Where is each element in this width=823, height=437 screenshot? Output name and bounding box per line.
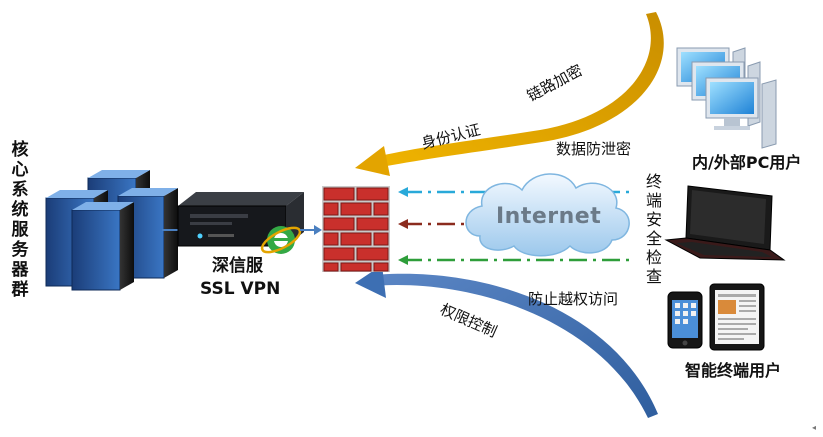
endpoint-check-label: 终端安全检查	[645, 172, 663, 286]
core-servers-label: 核心系统服务器群	[10, 140, 30, 300]
vertical-char: 服	[11, 220, 29, 240]
vertical-char: 安	[645, 210, 662, 229]
firewall-icon	[322, 186, 390, 272]
internet-cloud-icon	[465, 173, 630, 257]
vertical-char: 查	[645, 267, 662, 286]
vertical-char: 系	[11, 180, 29, 200]
vertical-char: 务	[11, 240, 29, 260]
permission-control-arrow	[355, 265, 658, 418]
laptop-icon	[664, 185, 786, 261]
smartphone-icon	[667, 291, 703, 349]
vpn-label-line2: SSL VPN	[200, 279, 281, 299]
tablet-icon	[709, 283, 765, 351]
vertical-char: 检	[645, 248, 662, 267]
vertical-char: 器	[11, 260, 29, 280]
vertical-char: 全	[645, 229, 662, 248]
vpn-firewall-arrow	[300, 225, 322, 235]
prevent-privilege-escalation-label: 防止越权访问	[528, 290, 619, 308]
corner-mark: ◂	[812, 423, 816, 432]
vertical-char: 核	[11, 140, 29, 160]
mobile-users-label: 智能终端用户	[685, 361, 782, 380]
link-encryption-arrow	[355, 12, 664, 176]
core-server-cluster-icon	[45, 170, 178, 291]
vertical-char: 端	[645, 191, 662, 210]
data-leak-prevention-label: 数据防泄密	[556, 140, 632, 158]
vertical-char: 统	[11, 200, 29, 220]
pc-users-label: 内/外部PC用户	[692, 153, 802, 172]
pc-users-icon	[676, 47, 777, 149]
vertical-char: 心	[11, 160, 29, 180]
internet-label: Internet	[496, 204, 602, 229]
vertical-char: 群	[11, 280, 29, 300]
browser-e-icon	[260, 226, 302, 254]
vpn-label-line1: 深信服	[212, 256, 263, 276]
vertical-char: 终	[645, 172, 662, 191]
